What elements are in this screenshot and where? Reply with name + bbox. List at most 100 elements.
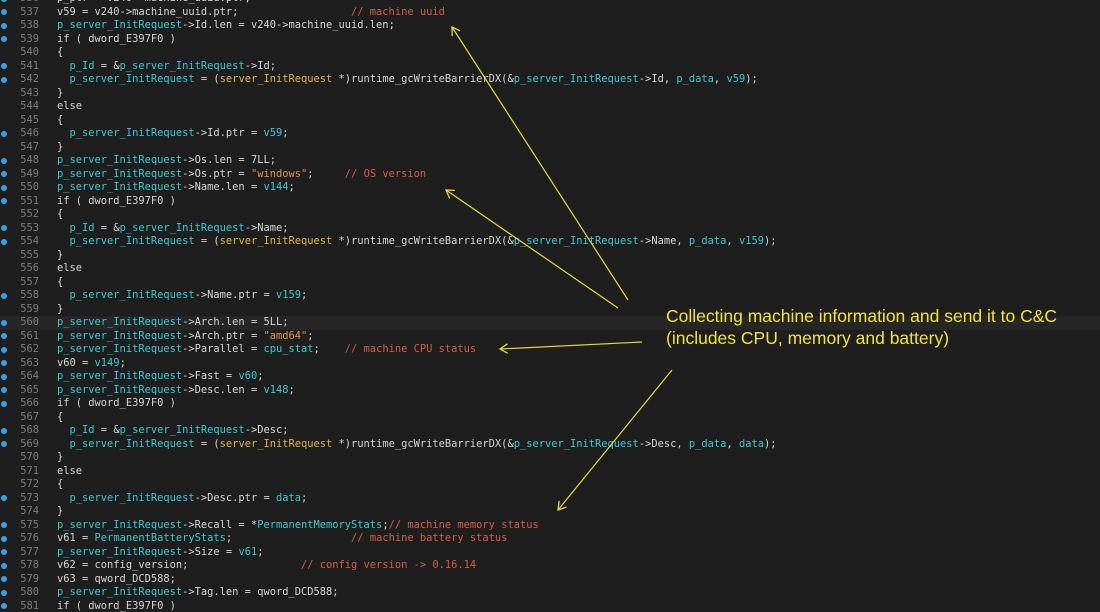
code-line[interactable]: 540{ <box>0 46 1100 60</box>
breakpoint-dot-icon[interactable] <box>1 522 7 528</box>
breakpoint-dot-icon[interactable] <box>1 360 7 366</box>
code-token: ; <box>119 356 126 369</box>
breakpoint-dot-icon[interactable] <box>1 495 7 501</box>
code-token: p_server_InitRequest <box>57 383 183 396</box>
code-line[interactable]: 567{ <box>0 411 1100 425</box>
code-token: // OS version <box>313 167 427 180</box>
line-number: 539 <box>20 32 39 45</box>
code-line[interactable]: 541 p_Id = &p_server_InitRequest->Id; <box>0 60 1100 74</box>
breakpoint-dot-icon[interactable] <box>1 9 7 15</box>
breakpoint-dot-icon[interactable] <box>1 549 7 555</box>
code-line[interactable]: 547} <box>0 141 1100 155</box>
code-token: ->Name.ptr = <box>194 289 276 301</box>
code-line[interactable]: 570} <box>0 451 1100 465</box>
code-token: ; <box>307 329 314 342</box>
code-line[interactable]: 569 p_server_InitRequest = (server_InitR… <box>0 438 1100 452</box>
code-line[interactable]: 543} <box>0 87 1100 101</box>
breakpoint-dot-icon[interactable] <box>1 319 7 326</box>
code-line[interactable]: 552{ <box>0 208 1100 222</box>
breakpoint-dot-icon[interactable] <box>1 157 7 164</box>
breakpoint-dot-icon[interactable] <box>1 22 7 29</box>
code-line[interactable]: 559} <box>0 303 1100 317</box>
code-token: ->Tag.len = qword_DCD588; <box>182 586 339 598</box>
code-line[interactable]: 554 p_server_InitRequest = (server_InitR… <box>0 235 1100 249</box>
breakpoint-dot-icon[interactable] <box>1 576 7 582</box>
breakpoint-dot-icon[interactable] <box>1 238 7 245</box>
breakpoint-dot-icon[interactable] <box>1 184 7 191</box>
code-line[interactable]: 572{ <box>0 478 1100 492</box>
code-line[interactable]: 573 p_server_InitRequest->Desc.ptr = dat… <box>0 492 1100 506</box>
breakpoint-dot-icon[interactable] <box>1 0 7 2</box>
code-line[interactable]: 560 p_server_InitRequest->Arch.len = 5LL; <box>0 316 1100 330</box>
code-line[interactable]: 546 p_server_InitRequest->Id.ptr = v59; <box>0 127 1100 141</box>
code-token: p_server_InitRequest <box>119 424 245 436</box>
breakpoint-dot-icon[interactable] <box>1 589 7 596</box>
code-token: v61 <box>238 545 258 558</box>
breakpoint-dot-icon[interactable] <box>1 535 7 542</box>
breakpoint-dot-icon[interactable] <box>1 333 7 339</box>
breakpoint-dot-icon[interactable] <box>1 441 7 447</box>
code-line[interactable]: 539 if ( dword_E397F0 ) <box>0 33 1100 47</box>
code-token: if ( dword_E397F0 ) <box>57 32 176 45</box>
line-number: 543 <box>20 86 39 99</box>
breakpoint-dot-icon[interactable] <box>1 36 7 42</box>
breakpoint-dot-icon[interactable] <box>1 400 7 407</box>
line-number: 541 <box>20 59 39 72</box>
code-token: v148 <box>263 383 289 396</box>
code-line[interactable]: 553 p_Id = &p_server_InitRequest->Name; <box>0 222 1100 236</box>
breakpoint-dot-icon[interactable] <box>1 346 7 353</box>
code-line[interactable]: 568 p_Id = &p_server_InitRequest->Desc; <box>0 424 1100 438</box>
breakpoint-dot-icon[interactable] <box>1 387 7 393</box>
code-text: p_server_InitRequest->Arch.len = 5LL; <box>57 316 288 330</box>
breakpoint-dot-icon[interactable] <box>1 373 7 380</box>
code-line[interactable]: 536p_ptr = v240->machine_uuid.ptr; <box>0 0 1100 6</box>
code-text: v60 = v149; <box>57 357 126 371</box>
code-token: p_server_InitRequest <box>57 181 183 193</box>
breakpoint-dot-icon[interactable] <box>1 130 7 137</box>
code-token: p_server_InitRequest <box>57 545 183 558</box>
breakpoint-dot-icon[interactable] <box>1 562 7 569</box>
line-number: 560 <box>20 316 39 328</box>
code-line[interactable]: 542 p_server_InitRequest = (server_InitR… <box>0 73 1100 87</box>
code-line[interactable]: 558 p_server_InitRequest->Name.ptr = v15… <box>0 289 1100 303</box>
code-token: ; <box>382 518 389 531</box>
breakpoint-dot-icon[interactable] <box>1 63 7 69</box>
code-line[interactable]: 557{ <box>0 276 1100 290</box>
code-line[interactable]: 545{ <box>0 114 1100 128</box>
breakpoint-dot-icon[interactable] <box>1 198 7 204</box>
code-line[interactable]: 574} <box>0 505 1100 519</box>
code-token: ->Arch.ptr = <box>182 329 264 342</box>
breakpoint-dot-icon[interactable] <box>1 171 7 177</box>
breakpoint-dot-icon[interactable] <box>1 603 7 609</box>
breakpoint-dot-icon[interactable] <box>1 76 7 83</box>
code-token: ->Id, <box>638 73 677 85</box>
breakpoint-dot-icon[interactable] <box>1 427 7 434</box>
code-line[interactable]: 555} <box>0 249 1100 263</box>
code-token: ->Desc.len = <box>182 383 264 396</box>
breakpoint-dot-icon[interactable] <box>1 225 7 231</box>
breakpoint-dot-icon[interactable] <box>1 292 7 299</box>
